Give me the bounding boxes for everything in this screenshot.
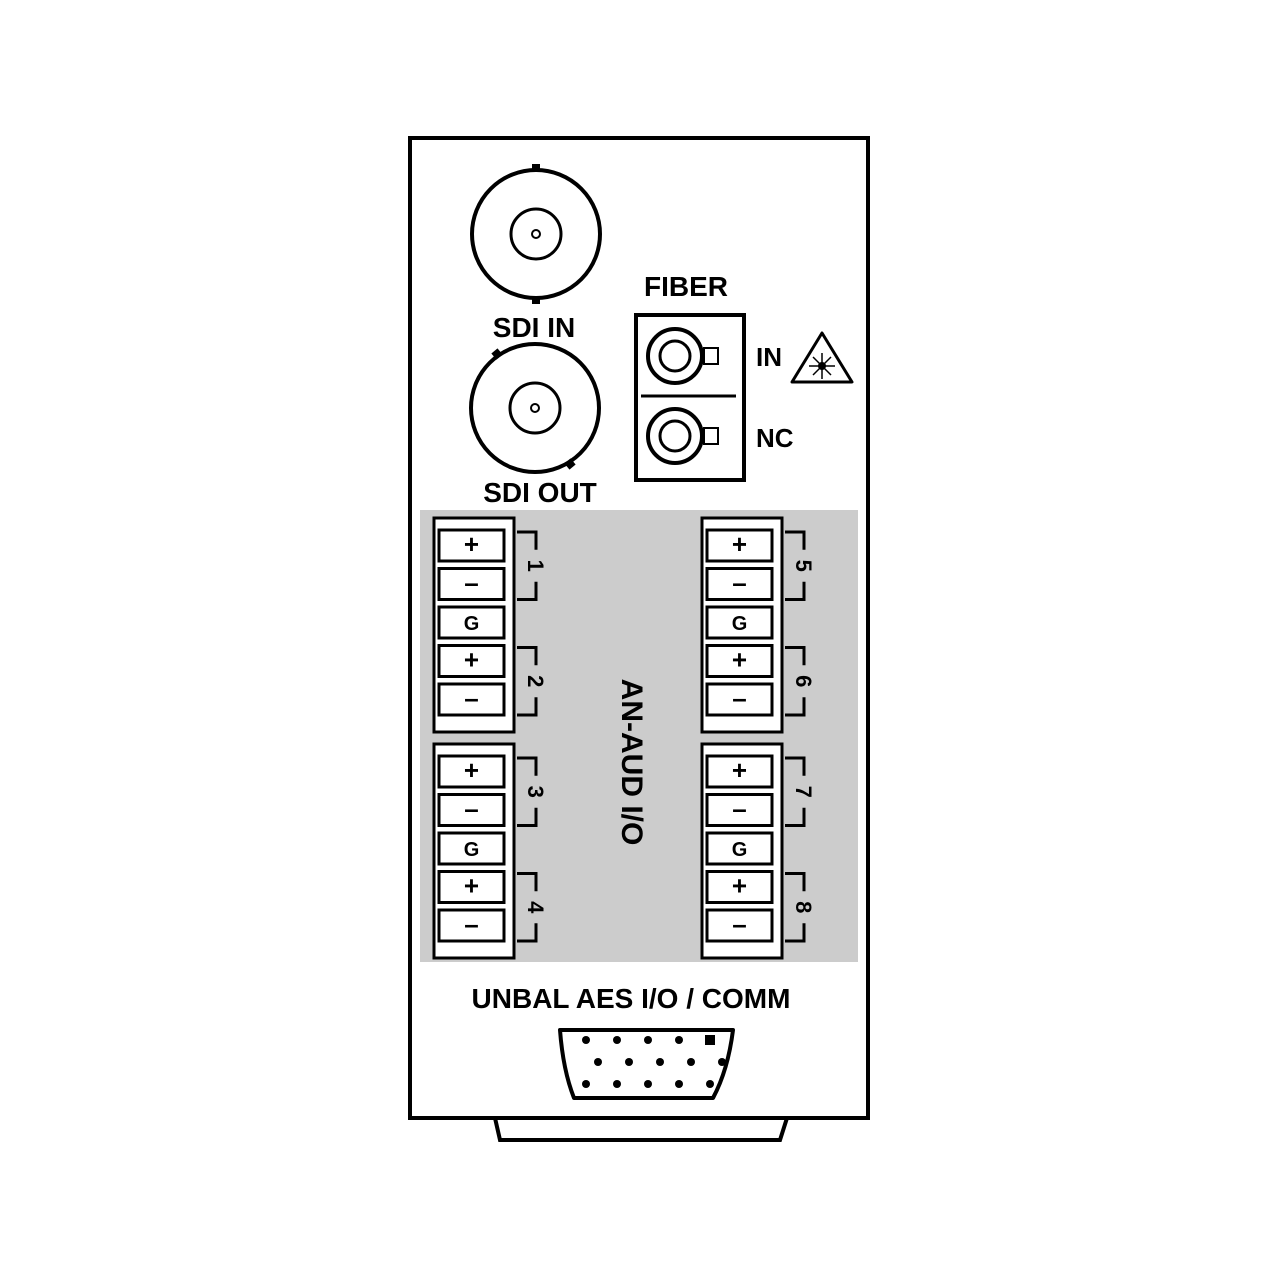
fiber-nc-port-icon[interactable] bbox=[646, 407, 719, 465]
pin-label: + bbox=[464, 645, 479, 675]
fiber-label: FIBER bbox=[644, 271, 728, 302]
pin-label: – bbox=[464, 568, 478, 598]
fiber-in-label: IN bbox=[756, 342, 782, 372]
pin-label: – bbox=[464, 909, 478, 939]
terminal-pin[interactable] bbox=[437, 870, 506, 904]
terminal-pin[interactable] bbox=[705, 567, 774, 601]
pin-label: – bbox=[732, 794, 746, 824]
audio-title: AN-AUD I/O bbox=[615, 679, 648, 846]
terminal-pin[interactable] bbox=[437, 754, 506, 789]
pin-label: + bbox=[464, 755, 479, 785]
db15-pin bbox=[582, 1036, 590, 1044]
terminal-pin[interactable] bbox=[437, 567, 506, 601]
sdi-in-bnc-icon[interactable] bbox=[470, 164, 602, 304]
channel-bracket bbox=[517, 872, 538, 892]
pin-label: – bbox=[732, 909, 746, 939]
terminal-pin[interactable] bbox=[705, 870, 774, 904]
terminal-pin[interactable] bbox=[705, 793, 774, 827]
pin-label: + bbox=[732, 645, 747, 675]
terminal-pin[interactable] bbox=[437, 644, 506, 678]
terminal-pin[interactable] bbox=[437, 528, 506, 563]
pin-label: G bbox=[464, 839, 480, 861]
pin-label: – bbox=[464, 683, 478, 713]
pin-label: + bbox=[464, 871, 479, 901]
channel-bracket bbox=[785, 872, 806, 892]
db15-pin bbox=[718, 1058, 726, 1066]
terminal-pin[interactable] bbox=[437, 793, 506, 827]
sdi-out-label: SDI OUT bbox=[483, 477, 597, 508]
terminal-pin[interactable] bbox=[705, 605, 774, 640]
terminal-pin[interactable] bbox=[437, 831, 506, 866]
channel-bracket bbox=[517, 581, 538, 601]
pin-label: + bbox=[464, 529, 479, 559]
db15-pin bbox=[644, 1080, 652, 1088]
sdi-in-label: SDI IN bbox=[493, 312, 575, 343]
pin-label: + bbox=[732, 755, 747, 785]
channel-bracket bbox=[517, 923, 538, 943]
db15-pin bbox=[644, 1036, 652, 1044]
channel-bracket bbox=[785, 923, 806, 943]
pin-label: G bbox=[464, 613, 480, 635]
channel-number: 5 bbox=[791, 560, 816, 572]
channel-bracket bbox=[785, 697, 806, 717]
terminal-pin[interactable] bbox=[437, 908, 506, 943]
channel-bracket bbox=[517, 756, 538, 776]
db15-pin bbox=[613, 1036, 621, 1044]
channel-bracket bbox=[785, 530, 806, 550]
channel-bracket bbox=[785, 756, 806, 776]
db15-pin-1 bbox=[705, 1035, 715, 1045]
pin-label: G bbox=[732, 613, 748, 635]
audio-terminal-blocks: + – G + – 1 2 + – G + – 3 4 + – G + – 5 6 + – G + – 7 8 bbox=[432, 516, 816, 960]
db15-pin bbox=[656, 1058, 664, 1066]
channel-bracket bbox=[785, 646, 806, 666]
pin-label: + bbox=[732, 529, 747, 559]
db15-connector-icon[interactable] bbox=[558, 1028, 735, 1100]
terminal-pin[interactable] bbox=[705, 908, 774, 943]
channel-bracket bbox=[517, 697, 538, 717]
db15-pin bbox=[706, 1080, 714, 1088]
pin-label: – bbox=[732, 683, 746, 713]
db15-pin bbox=[687, 1058, 695, 1066]
terminal-pin[interactable] bbox=[437, 682, 506, 717]
audio-block-3[interactable]: + – G + – 5 6 bbox=[700, 516, 816, 734]
db15-pin bbox=[582, 1080, 590, 1088]
terminal-pin[interactable] bbox=[705, 754, 774, 789]
terminal-pin[interactable] bbox=[437, 605, 506, 640]
terminal-pin[interactable] bbox=[705, 528, 774, 563]
audio-block-1[interactable]: + – G + – 1 2 bbox=[432, 516, 548, 734]
channel-number: 4 bbox=[523, 901, 548, 914]
terminal-pin[interactable] bbox=[705, 644, 774, 678]
channel-bracket bbox=[517, 646, 538, 666]
fiber-in-port-icon[interactable] bbox=[646, 327, 719, 385]
channel-number: 7 bbox=[791, 786, 816, 798]
db15-pin bbox=[625, 1058, 633, 1066]
audio-block-2[interactable]: + – G + – 3 4 bbox=[432, 742, 548, 960]
fiber-nc-label: NC bbox=[756, 423, 794, 453]
channel-bracket bbox=[517, 530, 538, 550]
channel-bracket bbox=[517, 807, 538, 827]
channel-number: 6 bbox=[791, 675, 816, 687]
pin-label: + bbox=[732, 871, 747, 901]
terminal-pin[interactable] bbox=[705, 682, 774, 717]
channel-bracket bbox=[785, 807, 806, 827]
db15-pin bbox=[675, 1036, 683, 1044]
card-tab bbox=[493, 1117, 789, 1142]
channel-number: 2 bbox=[523, 675, 548, 687]
channel-number: 8 bbox=[791, 901, 816, 913]
pin-label: – bbox=[464, 794, 478, 824]
sdi-out-bnc-icon[interactable] bbox=[469, 342, 601, 474]
db15-pin bbox=[594, 1058, 602, 1066]
terminal-pin[interactable] bbox=[705, 831, 774, 866]
channel-bracket bbox=[785, 581, 806, 601]
db15-pin bbox=[675, 1080, 683, 1088]
channel-number: 1 bbox=[523, 560, 548, 572]
laser-warning-icon bbox=[790, 331, 854, 384]
audio-block-4[interactable]: + – G + – 7 8 bbox=[700, 742, 816, 960]
db15-pin bbox=[613, 1080, 621, 1088]
pin-label: G bbox=[732, 839, 748, 861]
channel-number: 3 bbox=[523, 786, 548, 798]
comm-label: UNBAL AES I/O / COMM bbox=[472, 983, 791, 1014]
pin-label: – bbox=[732, 568, 746, 598]
